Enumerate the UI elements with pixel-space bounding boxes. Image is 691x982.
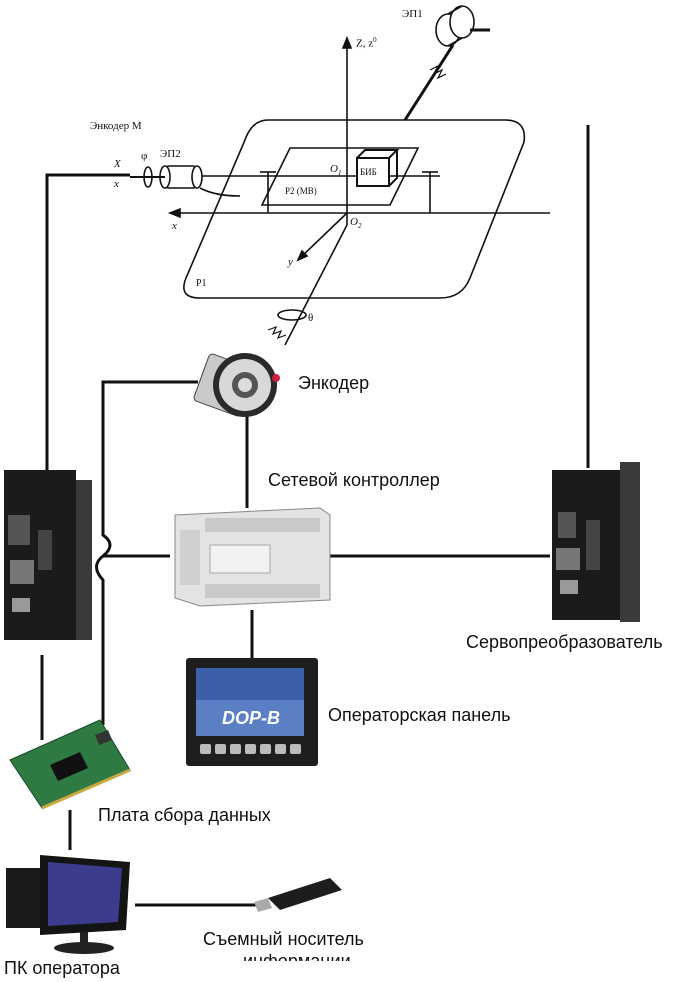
operator-panel-label: Операторская панель [328, 705, 511, 725]
mechanical-scheme [130, 5, 550, 346]
motor-ep2 [159, 165, 203, 189]
o2-sub: 2 [357, 222, 362, 231]
network-controller-label: Сетевой контроллер [268, 470, 440, 490]
phi-label: φ [141, 150, 148, 162]
o1-label: O1 [330, 163, 341, 177]
removable-media-label-2: информации [243, 951, 351, 961]
x1-label: x [172, 220, 177, 232]
platform-p2 [260, 147, 420, 206]
operator-pc-label: ПК оператора [4, 958, 120, 978]
ep2-label: ЭП2 [160, 148, 181, 160]
z-axis-label: Z, z0 [356, 36, 377, 50]
ep1-label: ЭП1 [402, 8, 423, 20]
o1-sub: 1 [337, 169, 342, 178]
daq-board-device [9, 719, 131, 810]
bib-block [356, 157, 390, 187]
encoder-label: Энкодер [298, 373, 370, 393]
daq-board-label: Плата сбора данных [98, 805, 271, 825]
motor-ep1 [435, 5, 490, 47]
o1-text: O [330, 163, 338, 175]
operator-panel-device: DOP-B [186, 658, 318, 766]
p2-label: P2 (MB) [285, 186, 317, 196]
usb-drive-device [254, 878, 342, 912]
panel-screen-text: DOP-B [222, 708, 280, 728]
platform-p1 [183, 119, 526, 299]
x-sub-label: x [114, 178, 119, 190]
servo-left-device [4, 470, 92, 640]
servo-converter-label: Сервопреобразователь [466, 632, 663, 652]
theta-label: θ [308, 312, 314, 324]
p1-label: P1 [196, 278, 207, 289]
x-label: X [114, 158, 121, 170]
servo-right-device [552, 462, 640, 622]
y1-label: y [288, 256, 293, 268]
removable-media-label: Съемный носитель [203, 929, 364, 949]
z-axis-text: Z, z [356, 37, 374, 50]
z-axis-sup: 0 [373, 36, 377, 44]
cables [40, 125, 590, 907]
network-controller-device [174, 507, 331, 607]
o2-text: O [350, 216, 358, 228]
axis-y1 [299, 212, 348, 259]
operator-pc-device [6, 855, 130, 954]
cut-label: Энкодер M [90, 120, 142, 132]
bib-label: БИБ [360, 167, 377, 177]
encoder-device [193, 353, 280, 417]
o2-label: O2 [350, 216, 361, 230]
